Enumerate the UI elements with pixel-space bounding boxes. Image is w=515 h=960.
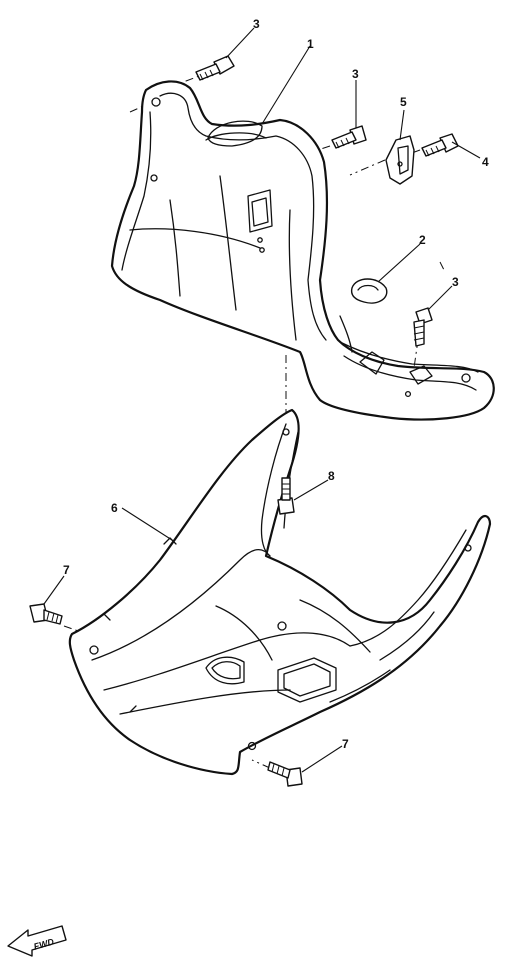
callout-7-bottom: 7 (342, 737, 349, 751)
screw-3c (413, 307, 433, 347)
callout-2: 2 (419, 233, 426, 247)
callout-1: 1 (307, 37, 314, 51)
callout-labels: 1 2 3 3 3 4 5 6 7 7 8 (63, 17, 489, 751)
callout-3-center: 3 (352, 67, 359, 81)
screw-hardware (29, 55, 459, 787)
callout-4: 4 (482, 155, 489, 169)
screw-7a (29, 603, 63, 625)
callout-7-left: 7 (63, 563, 70, 577)
leg-shield-part (110, 80, 495, 421)
forward-direction-badge: FWD (7, 925, 67, 957)
callout-6: 6 (111, 501, 118, 515)
callout-8: 8 (328, 469, 335, 483)
footrest-board-part (68, 408, 492, 776)
callout-3-top: 3 (253, 17, 260, 31)
clip-bracket-part (385, 135, 415, 185)
screw-3b (331, 125, 367, 149)
callout-3-right: 3 (452, 275, 459, 289)
gasket-part (350, 278, 388, 304)
screw-4 (421, 133, 459, 157)
screw-8 (277, 477, 295, 515)
leader-lines (43, 27, 481, 773)
screw-3a (195, 55, 235, 81)
screw-7b (267, 761, 303, 787)
callout-5: 5 (400, 95, 407, 109)
